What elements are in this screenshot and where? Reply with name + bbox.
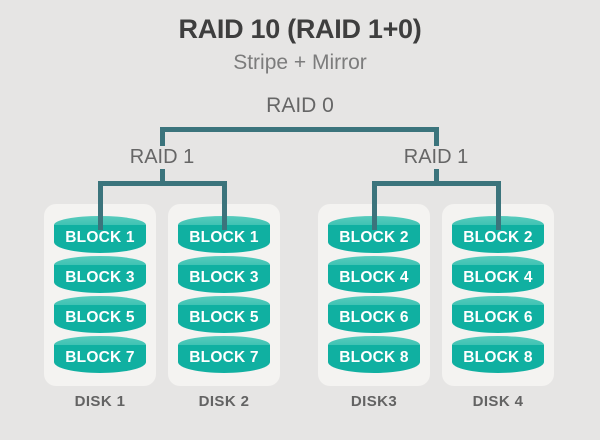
cylinder-body [452, 345, 544, 373]
block-label: BLOCK 1 [189, 229, 259, 246]
raid1-left-drop-disk1 [98, 181, 103, 230]
cylinder-body [54, 345, 146, 373]
page-title: RAID 10 (RAID 1+0) [178, 14, 422, 44]
raid1-left-node-label: RAID 1 [129, 146, 195, 168]
block-segment: BLOCK 5 [178, 296, 270, 333]
disk-column-1: BLOCK 1 BLOCK 3 BLOCK 5 BLOCK 7 DISK 1 [44, 204, 156, 420]
raid1-right-bracket-bar [372, 181, 501, 186]
disk-column-3: BLOCK 2 BLOCK 4 BLOCK 6 BLOCK 8 DISK3 [318, 204, 430, 420]
block-label: BLOCK 2 [463, 229, 533, 246]
block-label: BLOCK 5 [189, 309, 259, 326]
disk-column-4: BLOCK 2 BLOCK 4 BLOCK 6 BLOCK 8 DISK 4 [442, 204, 554, 420]
raid0-bracket-left-drop [160, 127, 165, 146]
block-label: BLOCK 6 [339, 309, 409, 326]
block-label: BLOCK 2 [339, 229, 409, 246]
block-segment: BLOCK 4 [452, 256, 544, 293]
block-label: BLOCK 8 [339, 349, 409, 366]
block-segment: BLOCK 6 [452, 296, 544, 333]
cylinder-body [178, 305, 270, 333]
raid1-left-drop-disk2 [222, 181, 227, 230]
cylinder-body [328, 305, 420, 333]
disk-name-label: DISK 1 [74, 393, 126, 410]
raid1-right-node-label: RAID 1 [403, 146, 469, 168]
block-segment: BLOCK 6 [328, 296, 420, 333]
block-segment: BLOCK 4 [328, 256, 420, 293]
block-label: BLOCK 4 [463, 269, 533, 286]
block-segment: BLOCK 3 [178, 256, 270, 293]
block-label: BLOCK 6 [463, 309, 533, 326]
block-label: BLOCK 8 [463, 349, 533, 366]
block-label: BLOCK 3 [189, 269, 259, 286]
block-segment: BLOCK 8 [328, 336, 420, 373]
block-segment: BLOCK 3 [54, 256, 146, 293]
raid0-bracket-right-drop [434, 127, 439, 146]
raid1-right-drop-disk3 [372, 181, 377, 230]
cylinder-body [178, 345, 270, 373]
block-segment: BLOCK 7 [178, 336, 270, 373]
block-label: BLOCK 1 [65, 229, 135, 246]
block-label: BLOCK 4 [339, 269, 409, 286]
disk-column-2: BLOCK 1 BLOCK 3 BLOCK 5 BLOCK 7 DISK 2 [168, 204, 280, 420]
raid1-left-bracket-bar [98, 181, 227, 186]
block-segment: BLOCK 7 [54, 336, 146, 373]
disk-cylinder: BLOCK 1 BLOCK 3 BLOCK 5 BLOCK 7 [54, 216, 146, 376]
disk-name-label: DISK 2 [198, 393, 250, 410]
raid1-right-stub [434, 169, 439, 186]
cylinder-body [178, 265, 270, 293]
disk-name-label: DISK 4 [472, 393, 524, 410]
block-label: BLOCK 3 [65, 269, 135, 286]
raid0-bracket-bar [160, 127, 439, 132]
cylinder-body [452, 305, 544, 333]
cylinder-body [54, 265, 146, 293]
raid0-node-label: RAID 0 [266, 94, 334, 117]
cylinder-body [328, 265, 420, 293]
block-label: BLOCK 7 [189, 349, 259, 366]
page-subtitle: Stripe + Mirror [233, 51, 367, 74]
disk-cylinder: BLOCK 2 BLOCK 4 BLOCK 6 BLOCK 8 [452, 216, 544, 376]
cylinder-body [452, 265, 544, 293]
disk-cylinder: BLOCK 2 BLOCK 4 BLOCK 6 BLOCK 8 [328, 216, 420, 376]
block-segment: BLOCK 5 [54, 296, 146, 333]
cylinder-body [328, 345, 420, 373]
block-label: BLOCK 7 [65, 349, 135, 366]
block-label: BLOCK 5 [65, 309, 135, 326]
raid1-right-drop-disk4 [496, 181, 501, 230]
cylinder-body [54, 305, 146, 333]
disk-name-label: DISK3 [350, 393, 398, 410]
block-segment: BLOCK 8 [452, 336, 544, 373]
raid1-left-stub [160, 169, 165, 186]
disk-cylinder: BLOCK 1 BLOCK 3 BLOCK 5 BLOCK 7 [178, 216, 270, 376]
